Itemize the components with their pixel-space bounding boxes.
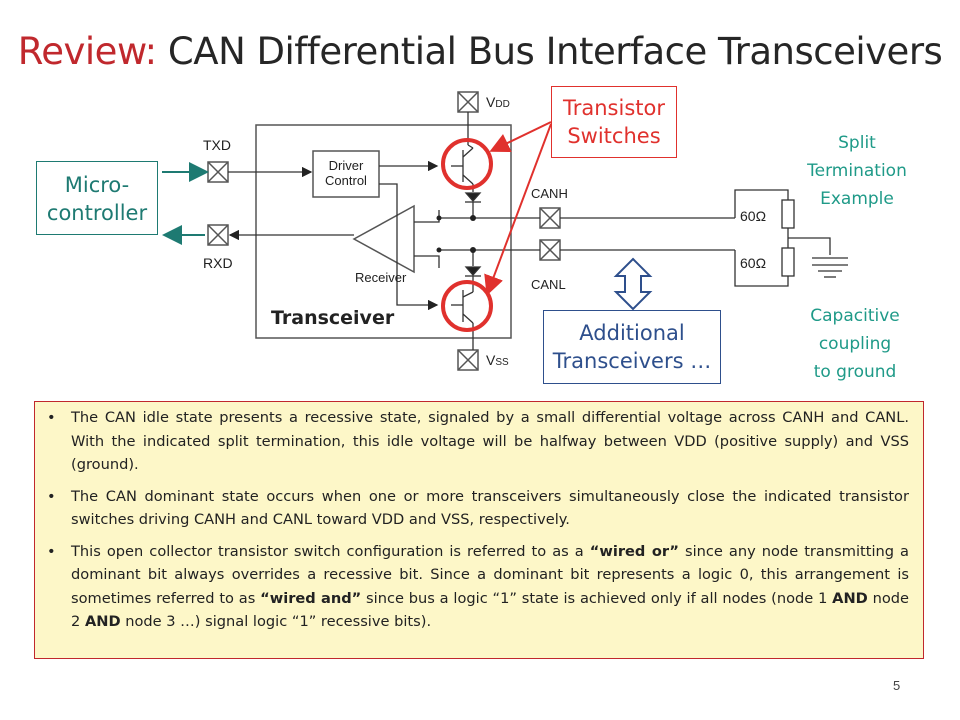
bullet-item: This open collector transistor switch co… <box>47 540 910 634</box>
bullet-text: node 3 …) signal logic “1” recessive bit… <box>120 613 432 630</box>
bullet-text: since bus a logic “1” state is achieved … <box>361 589 833 607</box>
rxd-label: RXD <box>203 255 233 271</box>
receiver-label: Receiver <box>355 270 407 285</box>
bullet-text: since any node transmitting a dominant b… <box>71 542 909 607</box>
bullet-item: The CAN dominant state occurs when one o… <box>47 485 909 532</box>
bold-term: “wired or” <box>589 542 679 560</box>
canl-label: CANL <box>531 277 566 292</box>
bullet-item: The CAN idle state presents a recessive … <box>47 406 909 477</box>
resistor-top-label: 60Ω <box>740 208 767 224</box>
bold-term: “wired and” <box>260 589 362 607</box>
txd-label: TXD <box>203 137 231 153</box>
title-main: CAN Differential Bus Interface Transceiv… <box>167 30 943 73</box>
transceiver-label: Transceiver <box>271 307 395 329</box>
resistor-bottom <box>781 247 795 277</box>
bullet-text: The CAN idle state presents a recessive … <box>71 409 909 473</box>
rxd-pin <box>207 224 229 246</box>
bottom-transistor-highlight <box>441 280 493 332</box>
bold-term: AND <box>84 613 121 630</box>
bullet-text: The CAN dominant state occurs when one o… <box>71 487 909 529</box>
bold-term: AND <box>832 589 868 607</box>
bidirectional-arrow-icon <box>613 257 653 311</box>
canh-label: CANH <box>531 186 568 201</box>
bullet-text: node 2 <box>71 589 910 631</box>
vdd-label: VDD <box>486 94 510 110</box>
vss-pin <box>457 349 479 371</box>
explanation-panel: The CAN idle state presents a recessive … <box>34 401 924 659</box>
bullet-list: The CAN idle state presents a recessive … <box>35 402 923 634</box>
bullet-text: This open collector transistor switch co… <box>71 542 590 560</box>
driver-control-box <box>312 150 380 198</box>
page-number: 5 <box>893 678 901 693</box>
receiver-amplifier <box>352 204 415 274</box>
resistor-bottom-label: 60Ω <box>740 255 767 271</box>
microcontroller-box: Micro-controller <box>36 161 158 235</box>
top-transistor-highlight <box>441 138 493 190</box>
vss-label: VSS <box>486 352 509 368</box>
slide-title: Review: CAN Differential Bus Interface T… <box>0 30 960 73</box>
title-prefix: Review: <box>17 30 157 73</box>
